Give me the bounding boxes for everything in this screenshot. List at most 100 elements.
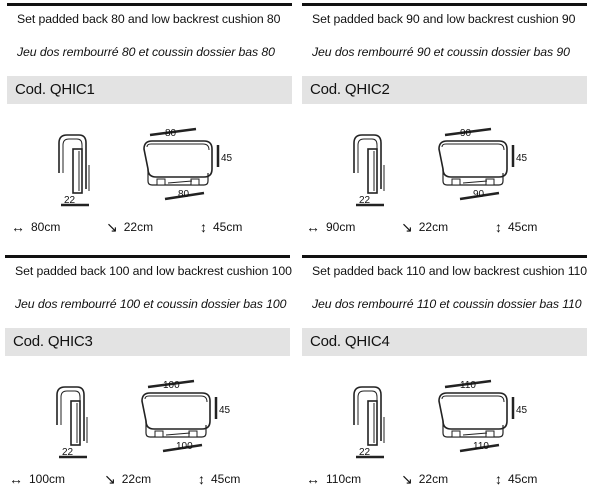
height-arrow-icon: ↕ xyxy=(198,471,205,487)
side-view-drawing xyxy=(58,134,90,207)
top-width-dimension-line xyxy=(147,379,195,389)
product-code: Cod. QHIC2 xyxy=(310,81,390,98)
depth-dimension: ↘ 22cm xyxy=(401,472,448,486)
top-width-dimension-line xyxy=(444,379,492,389)
height-label: 45 xyxy=(221,153,233,164)
height-dimension: ↕ 45cm xyxy=(495,472,537,486)
product-title: Set padded back 80 and low backrest cush… xyxy=(17,12,281,26)
depth-arrow-icon: ↘ xyxy=(106,219,118,235)
top-width-label: 110 xyxy=(460,380,476,391)
depth-dimension: ↘ 22cm xyxy=(104,472,151,486)
section-rule xyxy=(5,255,290,258)
depth-dimension: ↘ 22cm xyxy=(106,220,153,234)
height-label: 45 xyxy=(516,405,528,416)
dimensions-row: ↔ 90cm ↘ 22cm ↕ 45cm xyxy=(302,220,587,240)
dimensions-row: ↔ 110cm ↘ 22cm ↕ 45cm xyxy=(302,472,587,492)
bottom-width-label: 90 xyxy=(473,189,485,200)
depth-value: 22cm xyxy=(418,220,449,234)
bottom-width-label: 110 xyxy=(473,441,489,452)
bottom-width-dimension-line xyxy=(164,191,205,201)
width-arrow-icon: ↔ xyxy=(9,471,23,487)
top-width-dimension-line xyxy=(444,127,492,137)
code-band: Cod. QHIC2 xyxy=(302,76,587,104)
product-panel: Set padded back 110 and low backrest cus… xyxy=(302,255,587,495)
product-code: Cod. QHIC3 xyxy=(13,333,93,350)
height-label: 45 xyxy=(219,405,231,416)
height-value: 45cm xyxy=(508,220,538,234)
height-value: 45cm xyxy=(211,472,241,486)
width-arrow-icon: ↔ xyxy=(11,219,25,235)
product-title: Set padded back 90 and low backrest cush… xyxy=(312,12,576,26)
front-view-drawing xyxy=(141,379,218,453)
width-value: 80cm xyxy=(31,220,61,234)
depth-arrow-icon: ↘ xyxy=(401,471,413,487)
technical-drawing: 22 80 80 45 xyxy=(7,121,292,221)
bottom-width-dimension-line xyxy=(459,191,500,201)
width-value: 100cm xyxy=(29,472,66,486)
top-width-label: 90 xyxy=(460,128,472,139)
product-title: Set padded back 110 and low backrest cus… xyxy=(312,264,588,278)
front-view-drawing xyxy=(438,127,515,201)
height-dimension: ↕ 45cm xyxy=(200,220,242,234)
side-depth-label: 22 xyxy=(62,447,74,458)
dimensions-row: ↔ 80cm ↘ 22cm ↕ 45cm xyxy=(7,220,292,240)
width-dimension: ↔ 110cm xyxy=(306,472,361,486)
technical-drawing: 22 110 110 45 xyxy=(302,373,587,473)
height-arrow-icon: ↕ xyxy=(495,471,502,487)
front-view-drawing xyxy=(143,127,220,201)
bottom-width-label: 100 xyxy=(176,441,193,452)
product-panel: Set padded back 100 and low backrest cus… xyxy=(5,255,292,495)
height-label: 45 xyxy=(516,153,528,164)
side-view-drawing xyxy=(353,134,385,207)
side-view-drawing xyxy=(353,386,385,459)
top-width-label: 100 xyxy=(163,380,180,391)
depth-dimension: ↘ 22cm xyxy=(401,220,448,234)
section-rule xyxy=(302,3,587,6)
product-subtitle-fr: Jeu dos rembourré 110 et coussin dossier… xyxy=(312,297,582,311)
product-panel: Set padded back 90 and low backrest cush… xyxy=(302,3,587,243)
height-dimension: ↕ 45cm xyxy=(495,220,537,234)
depth-value: 22cm xyxy=(418,472,449,486)
section-rule xyxy=(302,255,587,258)
product-panel: Set padded back 80 and low backrest cush… xyxy=(7,3,292,243)
bottom-width-dimension-line xyxy=(162,443,203,453)
technical-drawing: 22 90 90 45 xyxy=(302,121,587,221)
height-dimension: ↕ 45cm xyxy=(198,472,240,486)
height-value: 45cm xyxy=(213,220,243,234)
product-subtitle-fr: Jeu dos rembourré 80 et coussin dossier … xyxy=(17,45,275,59)
product-code: Cod. QHIC4 xyxy=(310,333,390,350)
section-rule xyxy=(7,3,292,6)
depth-arrow-icon: ↘ xyxy=(401,219,413,235)
side-depth-label: 22 xyxy=(64,195,76,206)
side-depth-label: 22 xyxy=(359,447,371,458)
top-width-dimension-line xyxy=(149,127,197,137)
product-code: Cod. QHIC1 xyxy=(15,81,95,98)
width-arrow-icon: ↔ xyxy=(306,471,320,487)
code-band: Cod. QHIC3 xyxy=(5,328,290,356)
dimensions-row: ↔ 100cm ↘ 22cm ↕ 45cm xyxy=(5,472,290,492)
depth-value: 22cm xyxy=(121,472,152,486)
code-band: Cod. QHIC1 xyxy=(7,76,292,104)
depth-arrow-icon: ↘ xyxy=(104,471,116,487)
product-subtitle-fr: Jeu dos rembourré 90 et coussin dossier … xyxy=(312,45,570,59)
top-width-label: 80 xyxy=(165,128,177,139)
product-title: Set padded back 100 and low backrest cus… xyxy=(15,264,292,278)
bottom-width-label: 80 xyxy=(178,189,190,200)
width-value: 110cm xyxy=(326,472,362,486)
height-arrow-icon: ↕ xyxy=(495,219,502,235)
front-view-drawing xyxy=(438,379,515,453)
width-dimension: ↔ 80cm xyxy=(11,220,60,234)
bottom-width-dimension-line xyxy=(459,443,500,453)
width-arrow-icon: ↔ xyxy=(306,219,320,235)
technical-drawing: 22 100 100 45 xyxy=(5,373,290,473)
width-dimension: ↔ 100cm xyxy=(9,472,65,486)
side-view-drawing xyxy=(56,386,88,459)
depth-value: 22cm xyxy=(123,220,154,234)
width-dimension: ↔ 90cm xyxy=(306,220,355,234)
code-band: Cod. QHIC4 xyxy=(302,328,587,356)
side-depth-label: 22 xyxy=(359,195,371,206)
height-value: 45cm xyxy=(508,472,538,486)
product-subtitle-fr: Jeu dos rembourré 100 et coussin dossier… xyxy=(15,297,287,311)
width-value: 90cm xyxy=(326,220,356,234)
height-arrow-icon: ↕ xyxy=(200,219,207,235)
